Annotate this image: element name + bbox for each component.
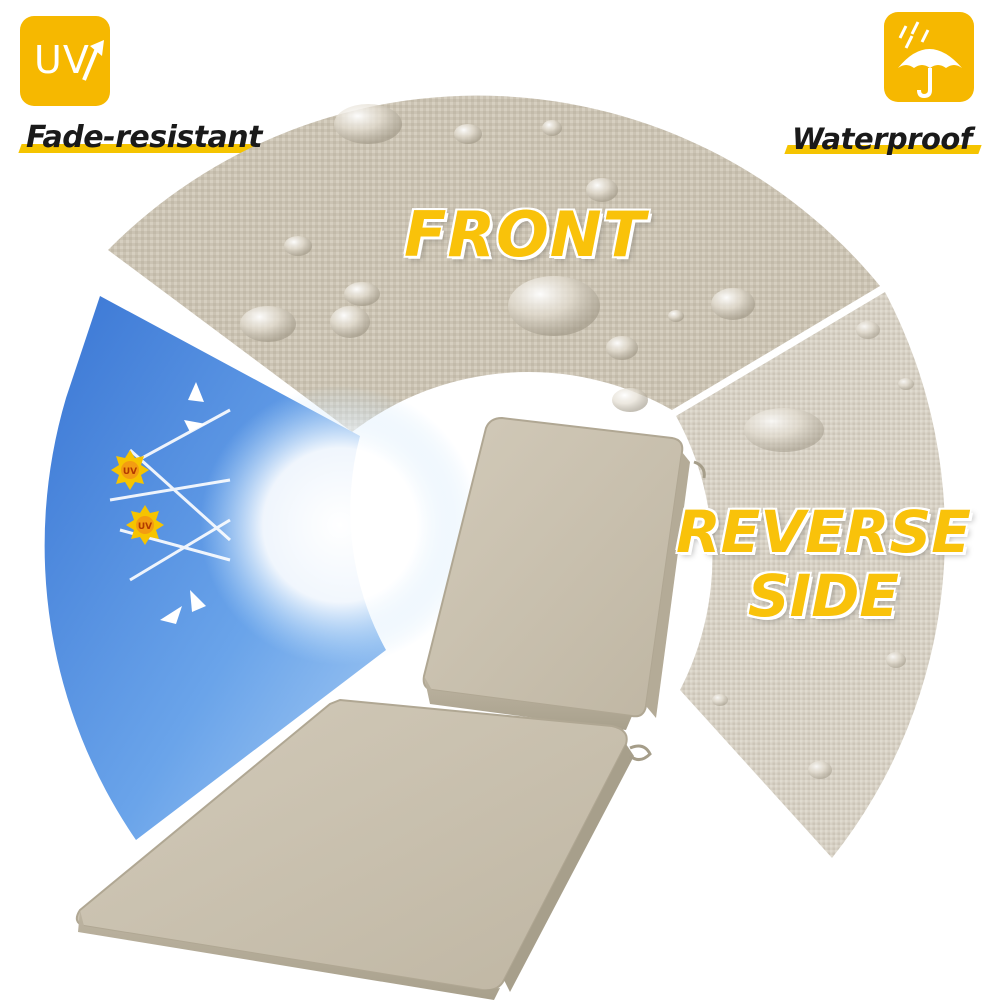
reverse-side-label: REVERSE SIDE bbox=[675, 498, 972, 630]
waterproof-label: Waterproof bbox=[784, 122, 982, 156]
lounge-chair-cushion bbox=[75, 416, 706, 1000]
front-label: FRONT bbox=[403, 197, 646, 272]
uv-arrow-icon bbox=[82, 40, 104, 81]
fade-resistant-label: Fade-resistant bbox=[18, 120, 272, 155]
uv-sun-icon bbox=[111, 450, 149, 490]
reverse-label-line1: REVERSE bbox=[675, 498, 972, 566]
front-fabric-segment bbox=[108, 95, 880, 433]
water-droplets-reverse bbox=[712, 321, 914, 779]
reverse-label-line2: SIDE bbox=[747, 562, 900, 630]
rain-umbrella-icon bbox=[898, 21, 962, 99]
uv-badge: UV bbox=[20, 16, 110, 106]
water-droplets-front bbox=[240, 104, 755, 412]
reverse-fabric-segment bbox=[676, 292, 945, 858]
uv-badge-text: UV bbox=[34, 38, 90, 82]
waterproof-badge bbox=[884, 12, 974, 102]
uv-sky-segment bbox=[44, 296, 480, 840]
uv-sun-icon bbox=[126, 505, 164, 545]
